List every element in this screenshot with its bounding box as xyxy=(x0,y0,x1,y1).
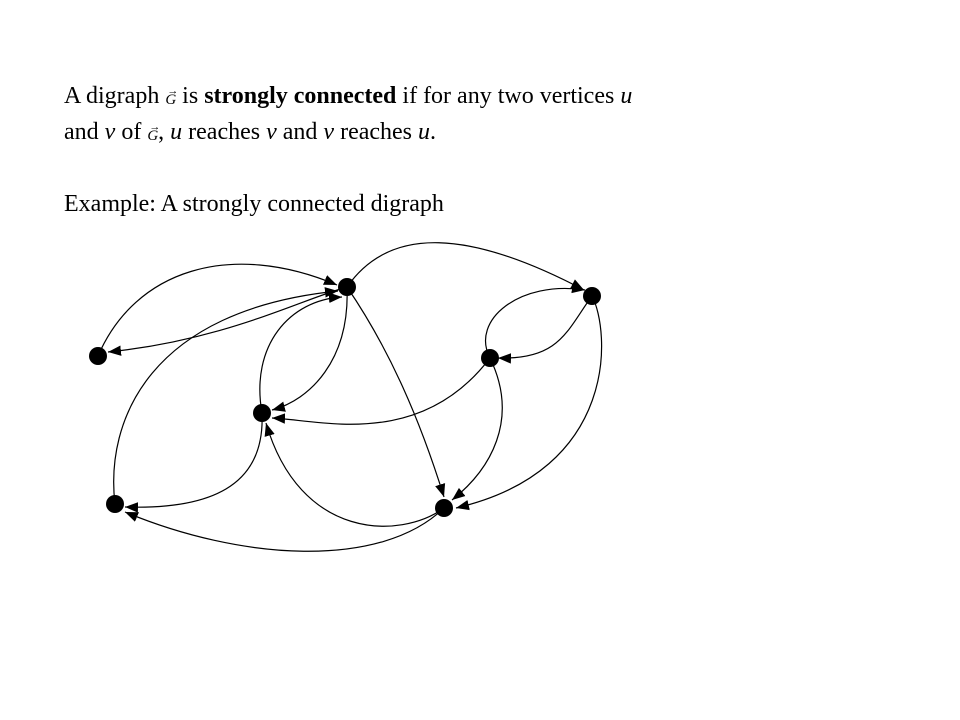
vertex-b xyxy=(338,278,356,296)
vertex-variable: v xyxy=(323,119,335,145)
definition-line-2: and v of → G , u reaches v and v reaches… xyxy=(64,114,904,150)
text-segment: if for any two vertices xyxy=(402,83,621,109)
text-segment: and xyxy=(64,119,105,145)
text-segment: reaches xyxy=(188,119,267,145)
vertex-g xyxy=(435,499,453,517)
vertex-e xyxy=(583,287,601,305)
vertex-d xyxy=(106,495,124,513)
edge-f-c xyxy=(271,357,491,425)
edge-group xyxy=(97,242,603,552)
edge-b-a xyxy=(107,286,348,356)
text-segment: is xyxy=(182,83,205,109)
text-segment: and xyxy=(282,119,324,145)
edge-b-c xyxy=(271,286,348,412)
vertex-variable: u xyxy=(170,119,183,145)
vertex-group xyxy=(89,278,601,517)
text-segment: A digraph xyxy=(64,83,166,109)
edge-g-d xyxy=(124,507,445,552)
example-label: Example: A strongly connected digraph xyxy=(64,191,444,217)
vertex-variable: u xyxy=(620,83,633,109)
edge-d-b xyxy=(113,287,339,505)
edge-f-e xyxy=(484,282,586,359)
edge-e-g xyxy=(455,295,603,511)
edge-b-g xyxy=(346,286,446,498)
strongly-connected-term: strongly connected xyxy=(204,83,397,109)
edge-b-e xyxy=(346,242,585,291)
vertex-a xyxy=(89,347,107,365)
edge-c-d xyxy=(124,412,263,513)
vertex-f xyxy=(481,349,499,367)
edge-f-g xyxy=(451,357,503,501)
edge-a-b xyxy=(97,263,338,357)
text-segment: of xyxy=(121,119,148,145)
edge-e-f xyxy=(497,295,593,364)
definition-text: A digraph → G is strongly connected if f… xyxy=(64,78,904,222)
digraph-letter: G xyxy=(147,128,159,144)
vertex-variable: u xyxy=(418,119,431,145)
text-segment: . xyxy=(430,119,437,145)
digraph-symbol: → G xyxy=(147,121,161,144)
digraph-letter: G xyxy=(165,92,177,108)
edge-g-c xyxy=(264,422,445,527)
definition-line-1: A digraph → G is strongly connected if f… xyxy=(64,78,904,114)
text-segment: , xyxy=(158,119,171,145)
digraph-symbol: → G xyxy=(165,85,179,108)
edge-c-b xyxy=(259,292,343,414)
vector-arrow-icon: → xyxy=(149,121,161,133)
vertex-variable: v xyxy=(104,119,116,145)
vertex-variable: v xyxy=(266,119,277,145)
vector-arrow-icon: → xyxy=(167,85,179,97)
text-segment: reaches xyxy=(340,119,419,145)
vertex-c xyxy=(253,404,271,422)
